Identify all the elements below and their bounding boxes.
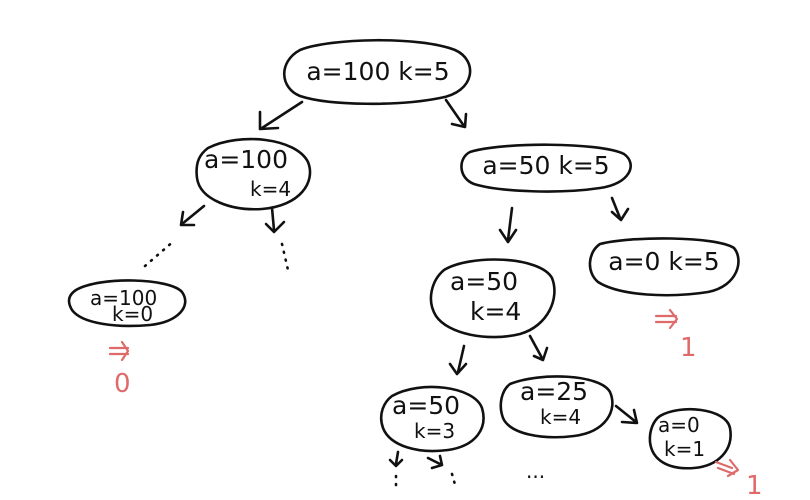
arrow-root-to-right xyxy=(444,98,468,129)
node-rl-mid-outline xyxy=(499,375,614,439)
continuation-dots-left-leaf xyxy=(143,238,177,268)
node-right-left-outline xyxy=(429,258,556,339)
implies-arrow-rl-right xyxy=(714,458,740,478)
node-left: a=100 k=4 xyxy=(195,137,312,211)
node-right-right: a=0 k=5 xyxy=(588,237,740,297)
arrow-right-to-rr xyxy=(610,196,630,222)
result-rl-right-value: 1 xyxy=(746,471,763,500)
continuation-dots-left-right xyxy=(280,242,290,272)
result-right-right: 1 xyxy=(654,308,697,363)
node-left-outline xyxy=(195,137,312,211)
result-left-leaf: 0 xyxy=(108,340,131,399)
node-rl-left-outline xyxy=(379,385,485,453)
arrow-rl-left-down-right xyxy=(426,454,444,470)
node-right-left-label-a: a=50 xyxy=(450,267,518,296)
node-left-leaf-outline xyxy=(67,279,187,328)
node-rl-mid: a=25 k=4 xyxy=(499,375,614,439)
node-left-leaf: a=100 k=0 xyxy=(67,279,187,328)
implies-arrow-right-right xyxy=(654,308,679,330)
node-rl-right-outline xyxy=(648,407,732,470)
node-right-left: a=50 k=4 xyxy=(429,258,556,339)
node-rl-right-label-a: a=0 xyxy=(658,413,700,437)
node-left-label-a: a=100 xyxy=(204,145,288,174)
arrow-root-to-left xyxy=(258,100,304,131)
node-right-outline xyxy=(460,143,632,193)
node-root: a=100 k=5 xyxy=(283,38,472,106)
node-right: a=50 k=5 xyxy=(460,143,632,193)
arrow-left-to-leaf xyxy=(179,204,206,227)
arrow-rl-to-rl-left xyxy=(448,344,468,376)
node-right-right-outline xyxy=(588,237,740,297)
node-rl-mid-label-k: k=4 xyxy=(540,405,581,429)
node-left-leaf-label-a: a=100 xyxy=(90,286,157,310)
node-rl-right: a=0 k=1 xyxy=(648,407,732,470)
implies-arrow-left-leaf xyxy=(108,340,130,362)
arrow-left-to-right-child xyxy=(264,206,286,234)
node-left-label-k: k=4 xyxy=(250,177,291,201)
result-left-leaf-value: 0 xyxy=(114,369,131,399)
node-rl-left: a=50 k=3 xyxy=(379,385,485,453)
node-root-outline xyxy=(283,38,472,106)
node-rl-left-label-a: a=50 xyxy=(392,391,460,420)
result-rl-right: 1 xyxy=(714,458,763,500)
node-right-right-label: a=0 k=5 xyxy=(608,247,719,276)
node-right-left-label-k: k=4 xyxy=(470,297,521,326)
continuation-dots-rl-left-b xyxy=(450,472,458,490)
arrow-right-to-rl xyxy=(498,206,518,244)
continuation-dots-rl-mid: ... xyxy=(526,459,545,483)
node-rl-right-label-k: k=1 xyxy=(664,437,705,461)
node-right-label: a=50 k=5 xyxy=(482,151,609,180)
arrow-rl-mid-to-rl-right xyxy=(614,404,639,425)
arrow-rl-left-down-left xyxy=(388,450,404,468)
node-rl-mid-label-a: a=25 xyxy=(520,377,588,406)
node-left-leaf-label-k: k=0 xyxy=(112,302,153,326)
result-right-right-value: 1 xyxy=(680,333,697,363)
arrow-rl-to-rl-mid xyxy=(528,334,549,362)
node-root-label: a=100 k=5 xyxy=(306,57,449,86)
node-rl-left-label-k: k=3 xyxy=(414,419,455,443)
